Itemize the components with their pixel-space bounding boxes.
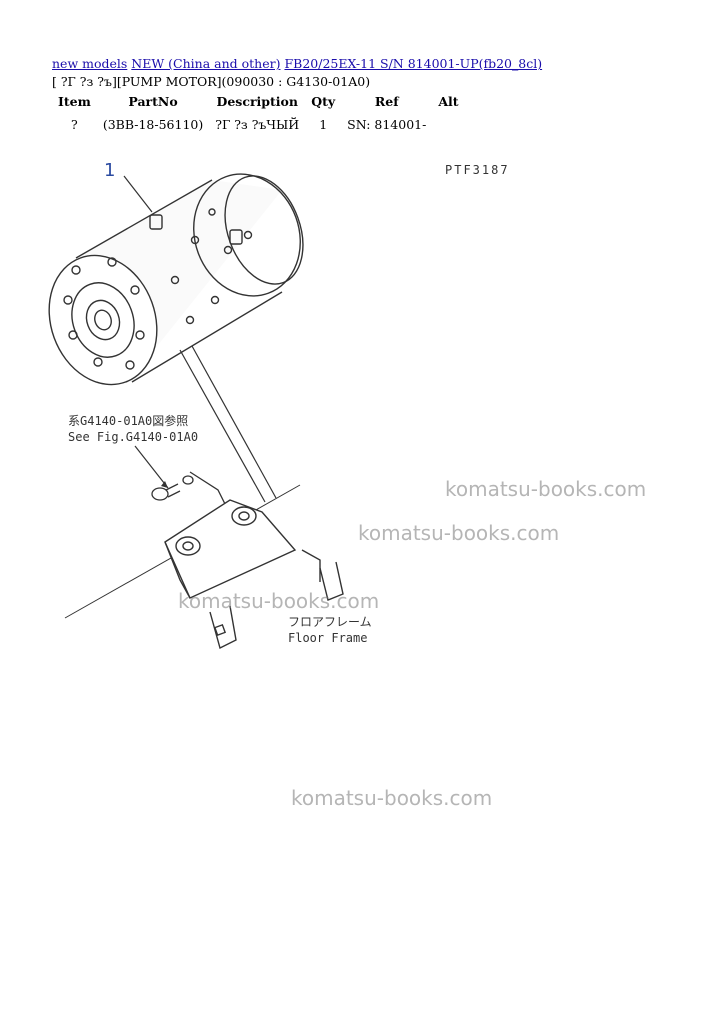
drawing-ref-code: PTF3187 xyxy=(445,163,510,177)
watermark: komatsu-books.com xyxy=(445,477,647,501)
callout-leader xyxy=(123,175,153,213)
header-item: Item xyxy=(58,94,91,109)
table-header-row: Item PartNo Description Qty Ref Alt xyxy=(52,92,465,111)
breadcrumb-link-new-models[interactable]: new models xyxy=(52,56,128,71)
note-jp: 系G4140-01A0図参照 xyxy=(68,413,188,428)
breadcrumb-link-china[interactable]: NEW (China and other) xyxy=(131,56,281,71)
table-row: ? (3BB-18-56110) ?Г ?з ?ъЧЫЙ 1 SN: 81400… xyxy=(52,111,465,134)
mount-line-1 xyxy=(179,349,266,503)
watermark: komatsu-books.com xyxy=(291,786,493,810)
note-leader xyxy=(134,445,169,489)
mount-line-2 xyxy=(191,345,277,499)
breadcrumb: new models NEW (China and other) FB20/25… xyxy=(52,56,542,71)
header-alt: Alt xyxy=(438,94,459,109)
frame-label-en: Floor Frame xyxy=(288,631,367,645)
note-en: See Fig.G4140-01A0 xyxy=(68,430,198,444)
cell-qty: 1 xyxy=(319,117,328,132)
header-description: Description xyxy=(216,94,298,109)
breadcrumb-link-model[interactable]: FB20/25EX-11 S/N 814001-UP(fb20_8cl) xyxy=(284,56,543,71)
header-part-no: PartNo xyxy=(128,94,178,109)
cell-item: ? xyxy=(71,117,78,132)
header-qty: Qty xyxy=(311,94,336,109)
watermark: komatsu-books.com xyxy=(178,589,380,613)
callout-number: 1 xyxy=(104,160,115,181)
watermark: komatsu-books.com xyxy=(358,521,560,545)
mounting-bracket xyxy=(164,499,344,650)
pump-motor xyxy=(48,173,304,386)
cell-alt xyxy=(432,111,464,134)
frame-label-jp: フロアフレーム xyxy=(288,615,372,629)
cell-description: ?Г ?з ?ъЧЫЙ xyxy=(215,117,300,132)
cell-ref: SN: 814001- xyxy=(347,117,427,132)
header-ref: Ref xyxy=(374,94,399,109)
parts-table: Item PartNo Description Qty Ref Alt ? (3… xyxy=(52,92,465,134)
parts-drawing: 1 PTF3187 系G4140-01A0図参照 See Fig.G4140-0… xyxy=(48,160,510,650)
note-arrow-icon xyxy=(161,481,168,488)
page-title: [ ?Г ?з ?ъ][PUMP MOTOR](090030 : G4130-0… xyxy=(52,74,371,89)
cell-part-no: (3BB-18-56110) xyxy=(102,117,204,132)
bolt-washer xyxy=(151,471,229,511)
